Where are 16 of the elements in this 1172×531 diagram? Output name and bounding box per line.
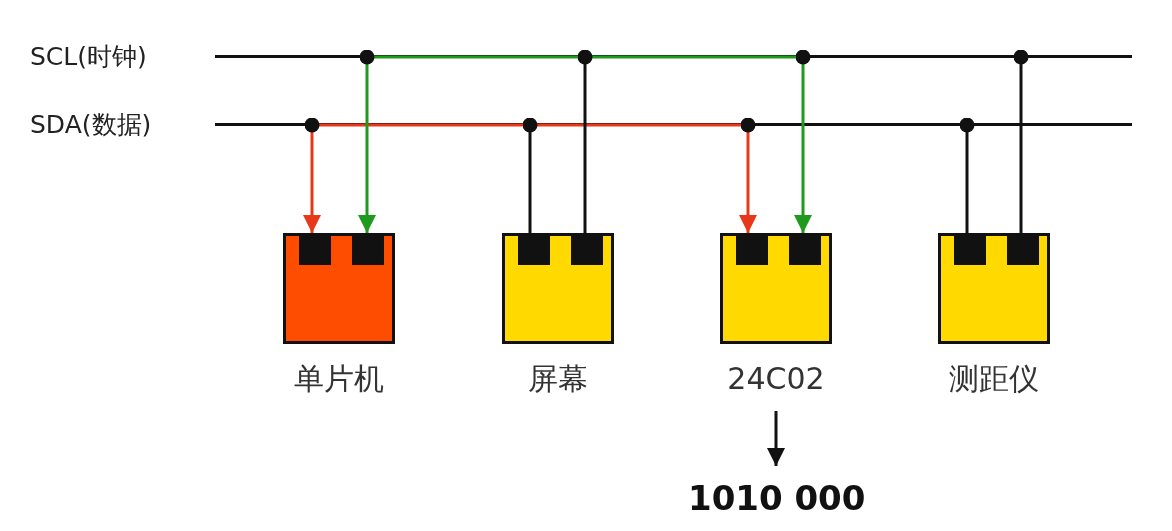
arrow (767, 411, 785, 466)
arrow (358, 49, 376, 233)
arrow (794, 49, 812, 233)
connector-line (959, 117, 975, 233)
connector-line (577, 49, 593, 233)
address-label: 1010 000 (688, 478, 866, 518)
bus-label: SCL(时钟) (30, 43, 147, 71)
arrow (303, 117, 321, 233)
chip-label: 屏幕 (528, 360, 588, 398)
connector-line (522, 117, 538, 233)
chip-label: 24C02 (727, 360, 825, 398)
chip-label: 测距仪 (949, 360, 1039, 398)
chip-label: 单片机 (294, 360, 384, 398)
connector-line (1013, 49, 1029, 233)
bus-label: SDA(数据) (30, 111, 152, 139)
arrow (739, 117, 757, 233)
